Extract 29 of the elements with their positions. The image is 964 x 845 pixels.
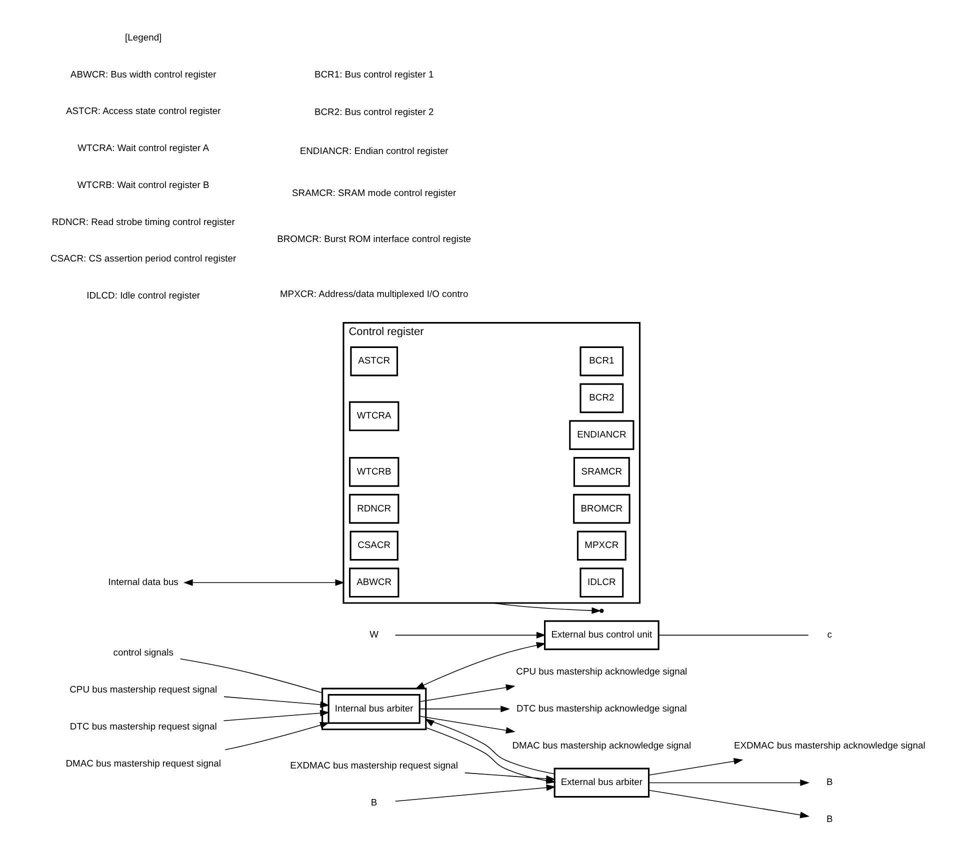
node-text: W: [370, 628, 379, 640]
node-text: DMAC bus mastership acknowledge signal: [512, 739, 692, 750]
label: BCR1: Bus control register 1: [314, 68, 434, 80]
node-text: c: [827, 628, 832, 640]
node-text: CPU bus mastership request signal: [70, 684, 218, 695]
label: RDNCR: Read strobe timing control register: [52, 216, 235, 227]
label: MPXCR: Address/data multiplexed I/O contro: [280, 288, 468, 300]
label: IDLCD: Idle control register: [86, 290, 200, 301]
label: [Legend]: [125, 31, 162, 42]
node-text: control signals: [113, 646, 174, 658]
node-text: Internal data bus: [108, 576, 178, 588]
label: BROMCR: Burst ROM interface control registe: [277, 233, 472, 244]
label: CSACR: CS assertion period control register: [50, 252, 236, 264]
label: BCR2: Bus control register 2: [314, 106, 434, 117]
node-text: DMAC bus mastership request signal: [66, 757, 222, 768]
label: WTCRA: Wait control register A: [78, 142, 210, 154]
label: SRAMCR: SRAM mode control register: [292, 186, 456, 198]
node-text: CPU bus mastership acknowledge signal: [516, 665, 688, 676]
node-text: EXDMAC bus mastership request signal: [290, 760, 458, 771]
label: ASTCR: Access state control register: [66, 105, 221, 116]
node-text: B: [370, 796, 378, 808]
label: ABWCR: Bus width control register: [70, 68, 216, 80]
label: ENDIANCR: Endian control register: [300, 145, 448, 156]
node-text: DTC bus mastership acknowledge signal: [516, 702, 687, 714]
node-text: DTC bus mastership request signal: [70, 720, 217, 732]
node-text: B: [826, 776, 833, 788]
node-text: EXDMAC bus mastership acknowledge signal: [734, 739, 926, 750]
node-text: B: [826, 813, 833, 824]
label: WTCRB: Wait control register B: [77, 178, 210, 190]
